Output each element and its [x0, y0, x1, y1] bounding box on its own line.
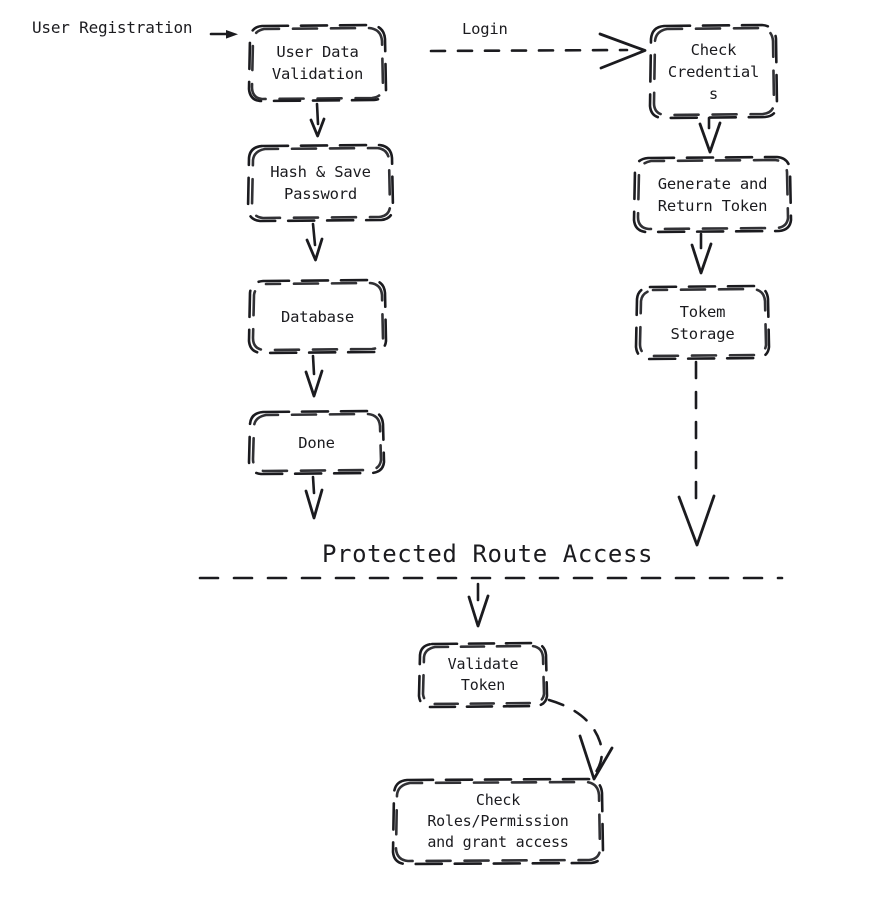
node-hash-save-password[interactable]: Hash & Save Password	[270, 163, 371, 203]
edge-hash-to-database	[305, 222, 324, 262]
edge-generate-to-storage	[690, 232, 713, 275]
node-tokem-storage[interactable]: Tokem Storage	[670, 302, 735, 343]
node-validate-token[interactable]: Validate Token	[447, 654, 519, 694]
edge-login-dashed	[429, 32, 647, 70]
edge-database-to-done	[304, 354, 324, 398]
node-check-roles-permission-shape[interactable]	[391, 777, 605, 866]
edge-storage-to-protected	[677, 360, 716, 547]
node-validate-token-shape[interactable]	[417, 641, 549, 709]
user-registration-label: User Registration	[32, 18, 193, 37]
edge-done-to-protected	[304, 475, 324, 520]
node-check-credentials-shape[interactable]	[648, 23, 779, 120]
node-user-data-validation[interactable]: User Data Validation	[271, 43, 364, 83]
node-check-roles-permission[interactable]: Check Roles/Permission and grant access	[427, 790, 569, 852]
edge-credentials-to-generate	[698, 116, 722, 154]
node-database-shape[interactable]	[247, 278, 388, 355]
edge-validate-to-check-roles	[547, 698, 614, 781]
node-generate-return-token[interactable]: Generate and Return Token	[657, 174, 768, 215]
node-check-credentials[interactable]: Check Credential s	[667, 40, 760, 103]
node-tokem-storage-shape[interactable]	[634, 284, 771, 361]
edge-protected-to-validate	[467, 582, 490, 628]
node-done-shape[interactable]	[247, 409, 386, 476]
edge-validation-to-hash	[309, 102, 326, 138]
node-hash-save-password-shape[interactable]	[246, 143, 395, 223]
node-generate-return-token-shape[interactable]	[632, 155, 793, 234]
edge-registration-to-validation	[209, 30, 238, 39]
login-edge-label: Login	[462, 20, 508, 38]
protected-route-access-title: Protected Route Access	[322, 540, 654, 568]
node-database[interactable]: Database	[280, 307, 355, 326]
node-done[interactable]: Done	[298, 433, 335, 452]
node-user-data-validation-shape[interactable]	[247, 23, 388, 103]
